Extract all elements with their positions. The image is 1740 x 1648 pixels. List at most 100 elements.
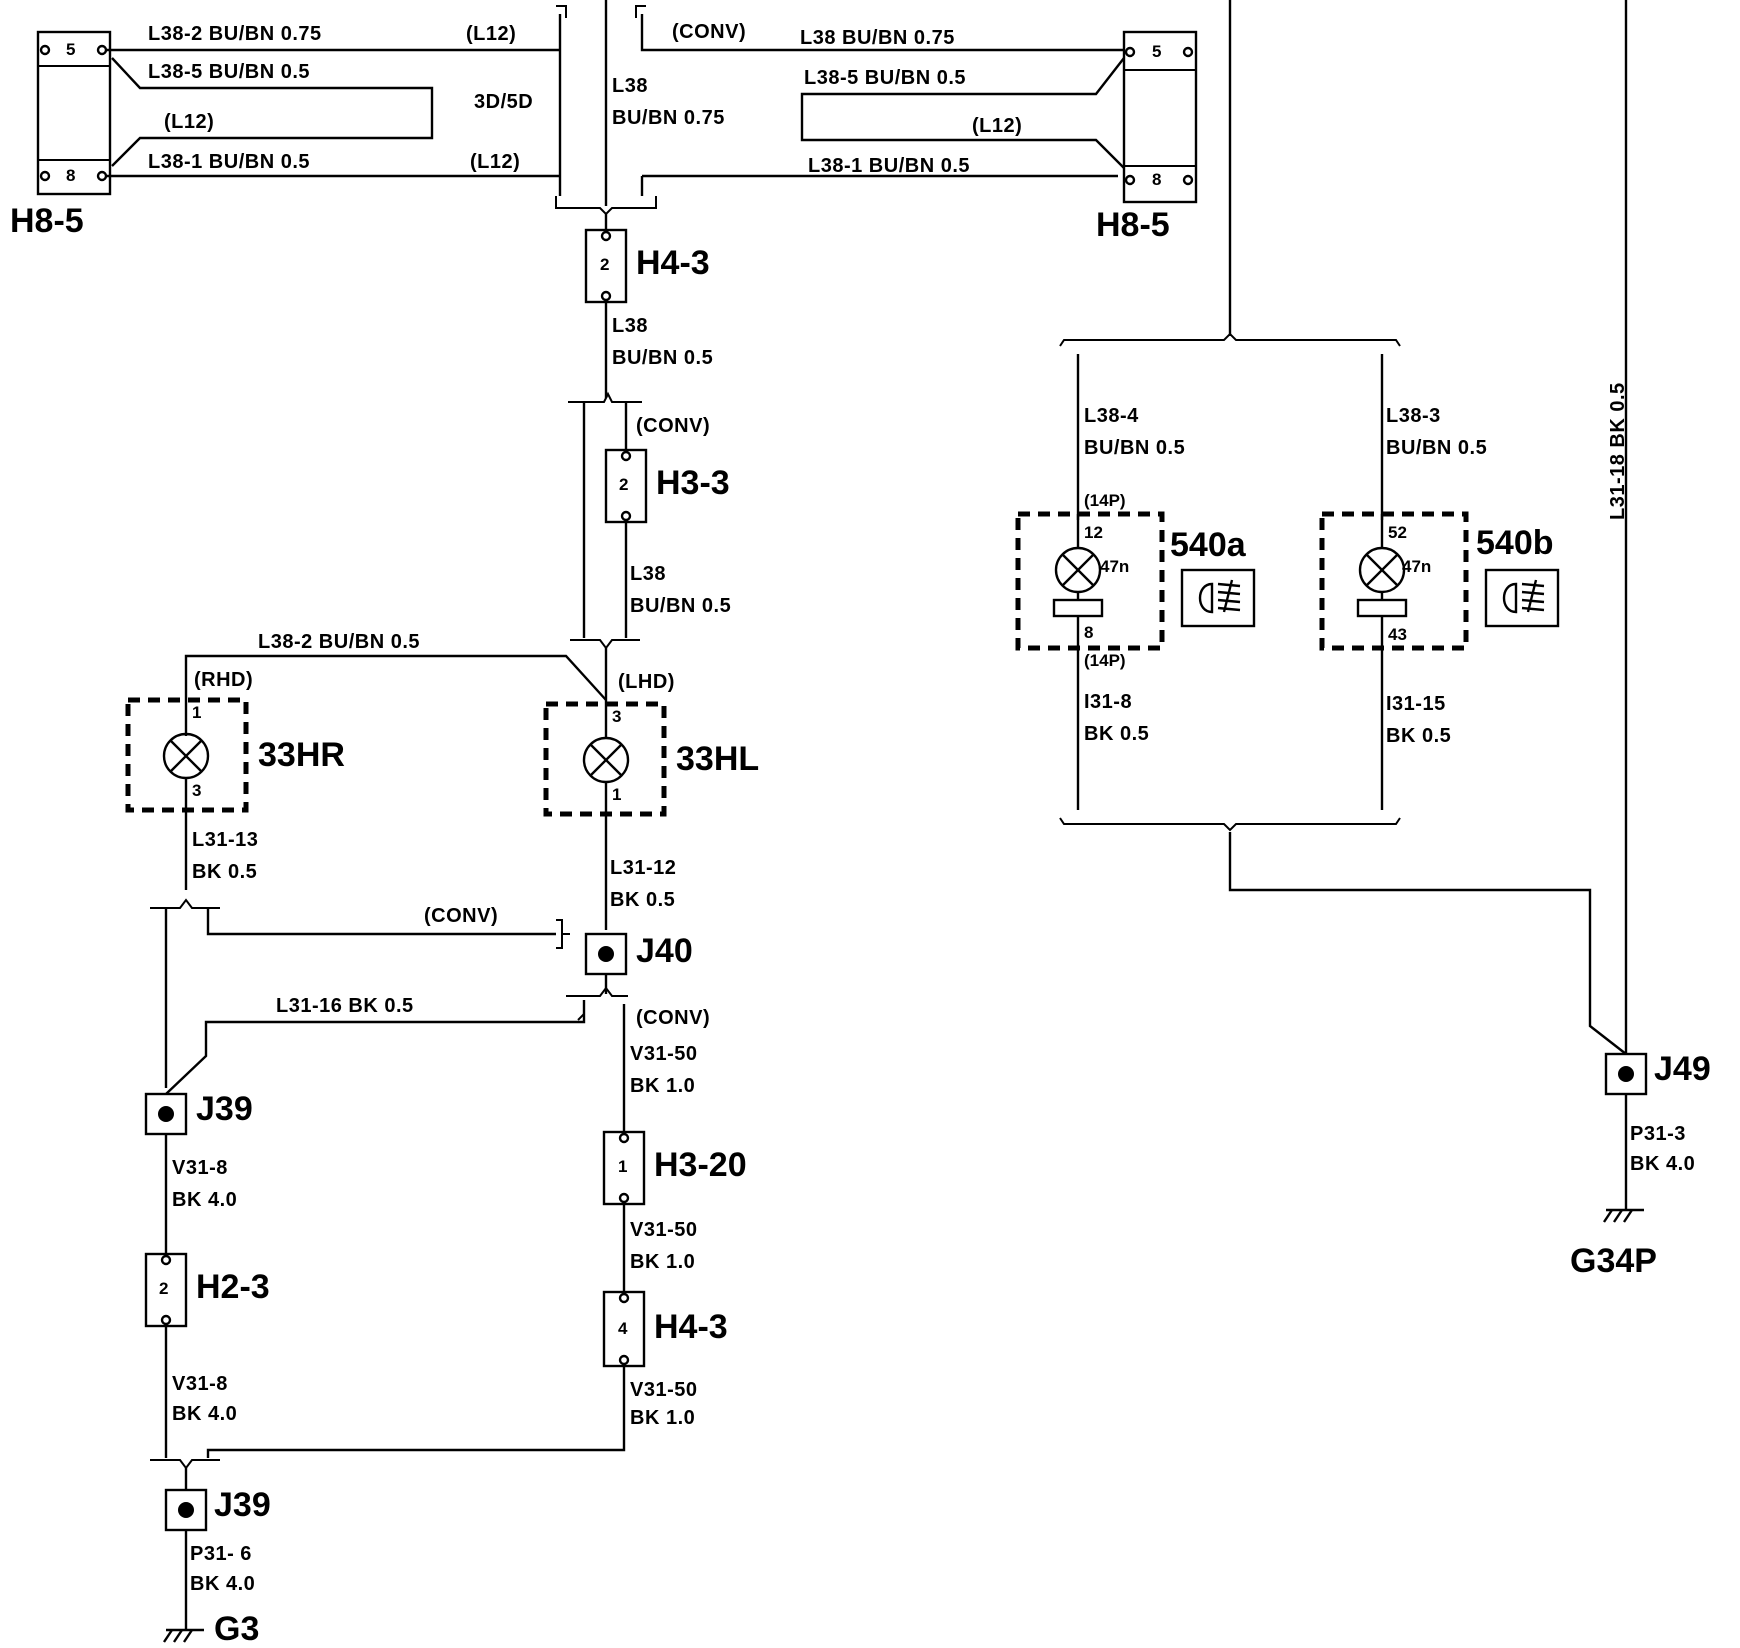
variant-tag: (CONV)	[636, 1007, 710, 1029]
connector-tag: (14P)	[1084, 491, 1126, 510]
wire-spec: BK 1.0	[630, 1407, 695, 1429]
pin-label: 2	[619, 475, 628, 494]
ground-label: G34P	[1570, 1242, 1657, 1280]
pin-label: 5	[1152, 42, 1161, 61]
connector-label: H4-3	[654, 1308, 728, 1346]
splice-icon	[1618, 1066, 1634, 1082]
fog-lamp-icon	[1484, 568, 1560, 628]
wire-spec: BK 4.0	[172, 1189, 237, 1211]
pin-label: 4	[618, 1319, 628, 1338]
wire-id: L38	[630, 563, 666, 585]
connector-label: H2-3	[196, 1268, 270, 1306]
right-wire-group: L38-5 BU/BN 0.5 (L12) L38-1 BU/BN 0.5	[642, 57, 1125, 178]
wire-id: L38	[612, 75, 648, 97]
wire-label: L31-18 BK 0.5	[1607, 382, 1629, 520]
pin-label: 1	[618, 1157, 627, 1176]
lamp-label: 540b	[1476, 524, 1554, 562]
connector-h3-3: 2 H3-3 (CONV) L38 BU/BN 0.5	[568, 391, 731, 650]
pin-label: 8	[1084, 623, 1093, 642]
connector-h4-3-top: 2 H4-3 L38 BU/BN 0.5	[584, 214, 713, 398]
left-wire-group: L38-2 BU/BN 0.75 (L12) L38-5 BU/BN 0.5 (…	[106, 23, 560, 178]
wire-id: V31-50	[630, 1219, 698, 1241]
ground-symbol-icon	[163, 1628, 204, 1643]
pin-label: 1	[612, 785, 621, 804]
ground-label: G3	[214, 1610, 259, 1648]
splice-j39-upper: J39 V31-8 BK 4.0	[144, 1090, 253, 1256]
splice-label: J39	[214, 1486, 271, 1524]
wire-label: L38-2 BU/BN 0.5	[258, 631, 420, 653]
wire-spec: BK 0.5	[192, 861, 257, 883]
wire-id: P31-3	[1630, 1123, 1686, 1145]
pin-label: 5	[66, 40, 75, 59]
lamp-feed-wire: L38-2 BU/BN 0.5	[184, 631, 608, 701]
resistor-label: 47n	[1402, 557, 1431, 576]
connector-h3-20: 1 H3-20 V31-50 BK 1.0	[602, 1130, 747, 1294]
connector-tag: (14P)	[1084, 651, 1126, 670]
pin-label: 12	[1084, 523, 1103, 542]
wire-spec: BU/BN 0.5	[630, 595, 731, 617]
ground-path-g34p: L31-18 BK 0.5 J49 P31-3 BK 4.0 G34P	[1059, 0, 1711, 1280]
connector-h4-3-bottom: 4 H4-3 V31-50 BK 1.0	[150, 1290, 728, 1470]
resistor-label: 47n	[1100, 557, 1129, 576]
wire-label: L38-2 BU/BN 0.75	[148, 23, 322, 45]
lamp-540b: 52 47n 43 540b I31-15 BK 0.5	[1319, 511, 1560, 810]
pin-label: 1	[192, 703, 201, 722]
wire-label: L38-1 BU/BN 0.5	[148, 151, 310, 173]
wire-spec: BU/BN 0.5	[1386, 437, 1487, 459]
wire-id: V31-8	[172, 1157, 228, 1179]
pin-label: 2	[600, 255, 609, 274]
connector-h2-3: 2 H2-3 V31-8 BK 4.0	[144, 1252, 270, 1458]
pin-label: 8	[66, 166, 75, 185]
variant-tag: (CONV)	[424, 905, 498, 927]
wire-spec: BU/BN 0.5	[612, 347, 713, 369]
wire-label: L31-16 BK 0.5	[276, 995, 414, 1017]
wire-id: P31- 6	[190, 1543, 252, 1565]
wire-spec: BK 4.0	[172, 1403, 237, 1425]
wire-id: I31-8	[1084, 691, 1132, 713]
wire-spec: BK 0.5	[610, 889, 675, 911]
wire-spec: BK 0.5	[1084, 723, 1149, 745]
wire-label: L38-1 BU/BN 0.5	[808, 155, 970, 177]
lamp-label: 540a	[1170, 526, 1247, 564]
variant-tag: (L12)	[466, 23, 516, 45]
lamp-label: 33HR	[258, 736, 345, 774]
variant-tag: (L12)	[470, 151, 520, 173]
splice-icon	[178, 1502, 194, 1518]
variant-tag: (CONV)	[672, 21, 746, 43]
splice-j39-lower: J39 P31- 6 BK 4.0 G3	[163, 1468, 271, 1648]
splice-label: J49	[1654, 1050, 1711, 1088]
wire-id: L31-13	[192, 829, 258, 851]
wire-id: V31-50	[630, 1379, 698, 1401]
lamp-540a: (14P) 12 47n 8 (14P) 540a I31-8 BK 0.5	[1015, 491, 1256, 810]
wire-id: V31-50	[630, 1043, 698, 1065]
pin-label: 3	[192, 781, 201, 800]
splice-j40: J40 (CONV) L31-16 BK 0.5 (CONV) V31-50 B…	[150, 898, 710, 1134]
wire-id: L38	[612, 315, 648, 337]
wire-spec: BU/BN 0.5	[1084, 437, 1185, 459]
splice-icon	[598, 946, 614, 962]
pin-label: 43	[1388, 625, 1407, 644]
fog-lamp-icon	[1180, 568, 1256, 628]
variant-tag: (LHD)	[618, 671, 675, 693]
variant-tag: (CONV)	[636, 415, 710, 437]
wire-spec: BK 4.0	[190, 1573, 255, 1595]
wire-spec: BK 1.0	[630, 1251, 695, 1273]
wire-spec: BU/BN 0.75	[612, 107, 725, 129]
pin-label: 52	[1388, 523, 1407, 542]
connector-label: H3-20	[654, 1146, 747, 1184]
variant-tag: (L12)	[164, 111, 214, 133]
wire-label: L38-5 BU/BN 0.5	[148, 61, 310, 83]
wire-spec: BK 1.0	[630, 1075, 695, 1097]
wire-spec: BK 0.5	[1386, 725, 1451, 747]
variant-tag: (L12)	[972, 115, 1022, 137]
wire-id: L31-12	[610, 857, 676, 879]
connector-label: H3-3	[656, 464, 730, 502]
ground-symbol-icon	[1603, 1208, 1644, 1223]
wire-id: L38-4	[1084, 405, 1139, 427]
splice-label: J39	[196, 1090, 253, 1128]
lamp-label: 33HL	[676, 740, 759, 778]
wire-id: L38-3	[1386, 405, 1441, 427]
lamp-33hr: (RHD) 1 3 33HR L31-13 BK 0.5	[125, 669, 345, 890]
rear-fog-circuit: L38-4 BU/BN 0.5 L38-3 BU/BN 0.5	[1059, 0, 1487, 520]
